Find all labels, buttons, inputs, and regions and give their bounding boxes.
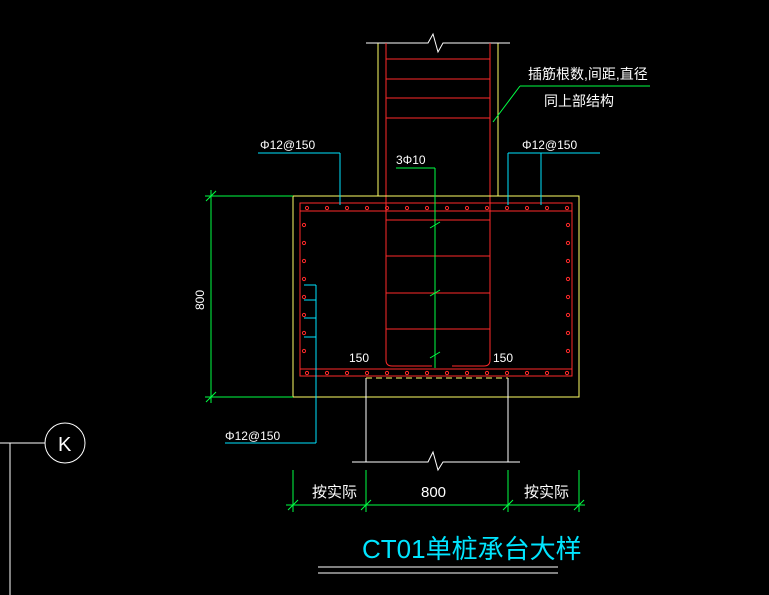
rebar-dot: [464, 205, 470, 211]
rebar-dot: [504, 205, 510, 211]
rebar-dot: [324, 205, 330, 211]
rebar-dot: [565, 312, 571, 318]
rebar-dot: [524, 370, 530, 376]
rebar-dot: [301, 276, 307, 282]
rebar-middle-label: 3Φ10: [396, 153, 426, 167]
rebar-dot: [344, 370, 350, 376]
rebar-dot: [304, 370, 310, 376]
rebar-dots: [301, 205, 571, 376]
pile-break-line: [352, 450, 520, 472]
rebar-dot: [304, 205, 310, 211]
rebar-dot: [464, 370, 470, 376]
rebar-dot: [504, 370, 510, 376]
rebar-dot: [404, 205, 410, 211]
grid-axis-label: K: [58, 434, 72, 456]
rebar-dot: [424, 370, 430, 376]
rebar-dot: [301, 258, 307, 264]
rebar-dot: [524, 205, 530, 211]
hook-right-label: 150: [493, 351, 513, 365]
drawing-title: CT01单桩承台大样: [362, 534, 582, 564]
title-underline: [318, 566, 558, 574]
rebar-dot: [344, 205, 350, 211]
rebar-dot: [301, 240, 307, 246]
rebar-dot: [484, 370, 490, 376]
height-dimension: [205, 190, 293, 403]
rebar-dot: [364, 370, 370, 376]
cap-rebar-cage: [299, 202, 573, 377]
rebar-dot: [564, 370, 570, 376]
rebar-dot: [424, 205, 430, 211]
rebar-dot: [565, 348, 571, 354]
insert-bars-leader: [492, 85, 650, 123]
rebar-top-right-label: Φ12@150: [522, 138, 577, 152]
rebar-side-label: Φ12@150: [225, 429, 280, 443]
rebar-dot: [564, 205, 570, 211]
rebar-top-left-label: Φ12@150: [260, 138, 315, 152]
rebar-dot: [404, 370, 410, 376]
rebar-dot: [544, 370, 550, 376]
rebar-dot: [565, 330, 571, 336]
column-outline: [377, 43, 499, 196]
rebar-dot: [444, 370, 450, 376]
rebar-dot: [301, 312, 307, 318]
pile-outline: [365, 378, 509, 462]
rebar-dot: [444, 205, 450, 211]
rebar-dot: [301, 330, 307, 336]
rebar-dot: [544, 205, 550, 211]
rebar-dot: [565, 294, 571, 300]
rebar-dot: [384, 370, 390, 376]
width-dim-label: 800: [421, 484, 446, 501]
side-dim-right-label: 按实际: [524, 484, 569, 501]
leader-lines: [225, 152, 600, 444]
side-dim-left-label: 按实际: [312, 484, 357, 501]
rebar-dot: [565, 276, 571, 282]
rebar-dot: [565, 222, 571, 228]
width-dimension: [286, 470, 585, 512]
rebar-dot: [324, 370, 330, 376]
rebar-dot: [301, 348, 307, 354]
grid-axis-k: [0, 422, 86, 595]
hook-left-label: 150: [349, 351, 369, 365]
column-rebar: [385, 43, 491, 367]
middle-rebar-leader: [396, 167, 441, 368]
rebar-dot: [565, 240, 571, 246]
column-break-line: [366, 32, 510, 54]
rebar-dot: [565, 258, 571, 264]
height-dim-label: 800: [193, 290, 207, 310]
pile-cap-outline: [292, 195, 580, 398]
insert-bars-label-line2: 同上部结构: [544, 93, 614, 109]
rebar-dot: [484, 205, 490, 211]
rebar-dot: [301, 294, 307, 300]
rebar-dot: [384, 205, 390, 211]
rebar-dot: [301, 222, 307, 228]
insert-bars-label-line1: 插筋根数,间距,直径: [528, 66, 648, 82]
rebar-dot: [364, 205, 370, 211]
